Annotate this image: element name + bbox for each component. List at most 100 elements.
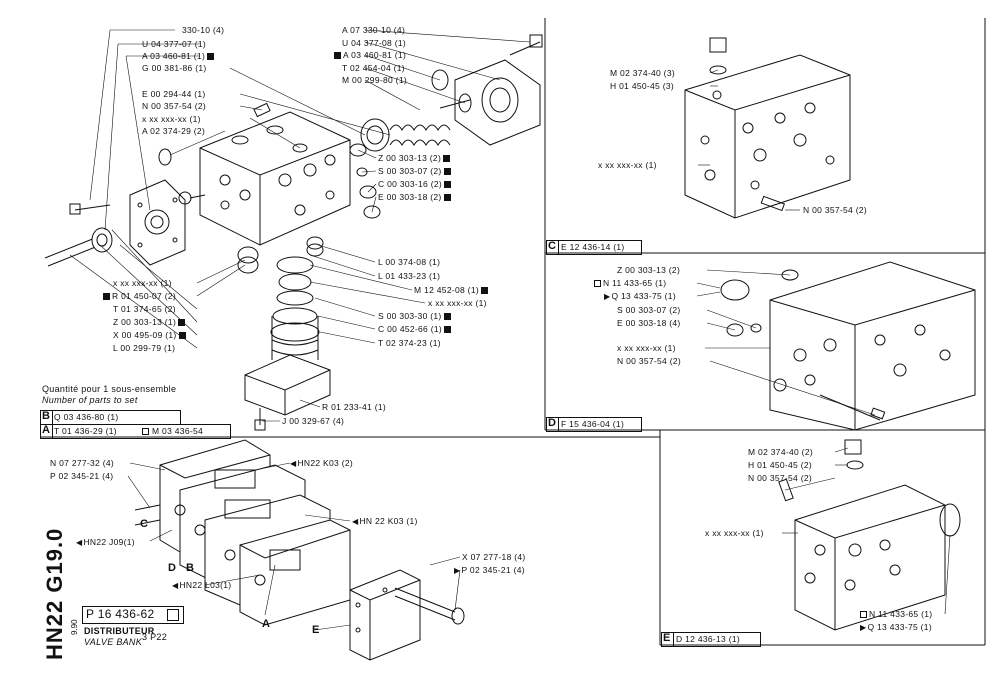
set-b-letter: B: [42, 410, 50, 422]
part-label: Z 00 303-13 (1): [113, 317, 186, 327]
part-label: S 00 303-07 (2): [617, 305, 681, 315]
marker-square-icon: [444, 326, 452, 333]
part-label: ◀HN 22 K03 (1): [352, 516, 418, 526]
plus-box-icon: [167, 609, 179, 621]
set-b-ref: Q 03 436-80 (1): [54, 412, 119, 422]
block-c: [684, 37, 851, 219]
part-label: ▶P 02 345-21 (4): [454, 565, 525, 575]
part-label: T 02 454-04 (1): [342, 63, 405, 73]
spring-assembly: [360, 118, 451, 152]
assembly-letter-b: B: [186, 562, 194, 574]
part-label: x xx xxx-xx (1): [428, 298, 487, 308]
marker-square-icon: [207, 53, 215, 60]
part-label: H 01 450-45 (2): [748, 460, 813, 470]
set-a-row: [40, 424, 231, 439]
block-e: [778, 439, 961, 631]
part-label: N 00 357-54 (2): [142, 101, 207, 111]
part-label: Z 00 303-13 (2): [378, 153, 451, 163]
marker-plus-square-icon: [594, 280, 601, 287]
main-valve-body: [199, 111, 351, 246]
left-flange: [129, 179, 186, 266]
part-label: x xx xxx-xx (1): [113, 278, 172, 288]
part-label: N 11 433-65 (1): [594, 278, 666, 288]
panel-e-letter-box: [661, 632, 674, 647]
part-label: T 02 374-23 (1): [378, 338, 441, 348]
part-label: L 01 433-23 (1): [378, 271, 441, 281]
marker-square-icon: [178, 332, 186, 339]
arrow-right-icon: ▶: [454, 566, 461, 575]
panel-c-letter: C: [548, 240, 556, 252]
set-a-letter: A: [42, 424, 50, 436]
part-label: N 07 277-32 (4): [50, 458, 115, 468]
part-label: S 00 303-07 (2): [378, 166, 451, 176]
drawing-code: HN22 G19.0: [42, 527, 67, 660]
part-label: J 00 329-67 (4): [282, 416, 345, 426]
part-label: x xx xxx-xx (1): [705, 528, 764, 538]
part-label: X 00 495-09 (1): [113, 330, 186, 340]
part-label: N 00 357-54 (2): [617, 356, 682, 366]
drawing-date: 9.90: [70, 619, 79, 635]
part-label: M 02 374-40 (3): [610, 68, 675, 78]
marker-empty-square-icon: [142, 428, 149, 435]
part-label: ▶Q 13 433-75 (1): [604, 291, 676, 301]
marker-square-icon: [444, 181, 452, 188]
part-number: P 16 436-62: [86, 607, 155, 621]
spool-stack: [237, 236, 324, 360]
part-label: x xx xxx-xx (1): [617, 343, 676, 353]
part-label: M 02 374-40 (2): [748, 447, 813, 457]
marker-plus-square-icon: [860, 611, 867, 618]
part-label: A 02 374-29 (2): [142, 126, 206, 136]
right-cap: [431, 34, 543, 146]
part-label: ◀HN22 K03 (2): [290, 458, 354, 468]
marker-square-icon: [334, 52, 341, 59]
assembly-letter-a: A: [262, 618, 270, 630]
panel-e-ref-box: [672, 632, 761, 647]
set-a-ref: T 01 436-29 (1): [54, 426, 117, 436]
part-label: E 00 294-44 (1): [142, 89, 206, 99]
part-label: E 00 303-18 (2): [378, 192, 451, 202]
part-label: L 00 374-08 (1): [378, 257, 441, 267]
part-label: L 00 299-79 (1): [113, 343, 176, 353]
part-label: ▶Q 13 433-75 (1): [860, 622, 932, 632]
marker-square-icon: [103, 293, 110, 300]
part-label: Z 00 303-13 (2): [617, 265, 681, 275]
part-label: A 07 330-10 (4): [342, 25, 406, 35]
panel-d-letter-box: [546, 417, 559, 432]
marker-square-icon: [443, 313, 451, 320]
part-number-box: [82, 606, 184, 624]
part-label: ◀HN22 J09(1): [76, 537, 135, 547]
block-d: [720, 261, 976, 431]
set-a-letter-box: [40, 424, 53, 439]
part-label: x xx xxx-xx (1): [142, 114, 201, 124]
part-label: 330-10 (4): [182, 25, 225, 35]
part-label: X 07 277-18 (4): [462, 552, 526, 562]
part-label: P 02 345-21 (4): [50, 471, 114, 481]
quantity-note-fr: Quantité pour 1 sous-ensemble: [42, 384, 177, 394]
panel-e-ref: D 12 436-13 (1): [676, 634, 741, 644]
panel-c-ref: E 12 436-14 (1): [561, 242, 625, 252]
assembly-letter-c: C: [140, 518, 148, 530]
quantity-note-en: Number of parts to set: [42, 395, 138, 405]
part-label: R 01 450-07 (2): [103, 291, 176, 301]
part-label: U 04 377-08 (1): [342, 38, 407, 48]
panel-c-letter-box: [546, 240, 559, 255]
part-label: x xx xxx-xx (1): [598, 160, 657, 170]
part-label: N 00 357-54 (2): [803, 205, 868, 215]
part-label: A 03 460-81 (1): [334, 50, 406, 60]
marker-square-icon: [443, 155, 451, 162]
panel-c-ref-box: [557, 240, 642, 255]
set-a-alt-ref: M 03 436-54: [142, 426, 203, 436]
part-label: C 00 452-66 (1): [378, 324, 452, 334]
marker-square-icon: [480, 287, 488, 294]
arrow-left-icon: ◀: [290, 459, 297, 468]
title-en: VALVE BANK: [84, 637, 143, 647]
part-label: M 12 452-08 (1): [414, 285, 488, 295]
part-label: M 00 299-80 (1): [342, 75, 407, 85]
part-label: C 00 303-16 (2): [378, 179, 452, 189]
part-label: A 03 460-81 (1): [142, 51, 215, 61]
part-label: G 00 381-86 (1): [142, 63, 207, 73]
part-label: N 11 433-65 (1): [860, 609, 932, 619]
marker-square-icon: [443, 168, 451, 175]
title-fr: DISTRIBUTEUR: [84, 626, 155, 636]
part-label: N 00 357-54 (2): [748, 473, 813, 483]
